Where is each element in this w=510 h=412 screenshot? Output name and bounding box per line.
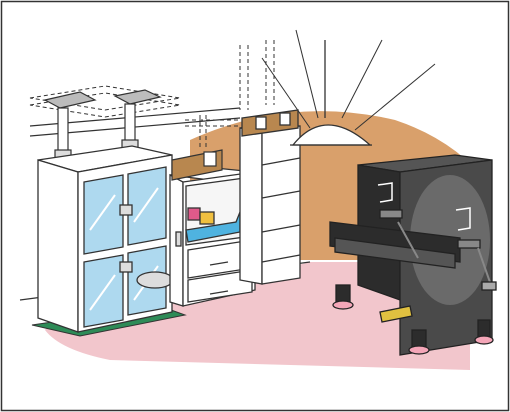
narrow-cabinet	[240, 110, 300, 284]
glass-door-bookcase	[38, 146, 173, 332]
